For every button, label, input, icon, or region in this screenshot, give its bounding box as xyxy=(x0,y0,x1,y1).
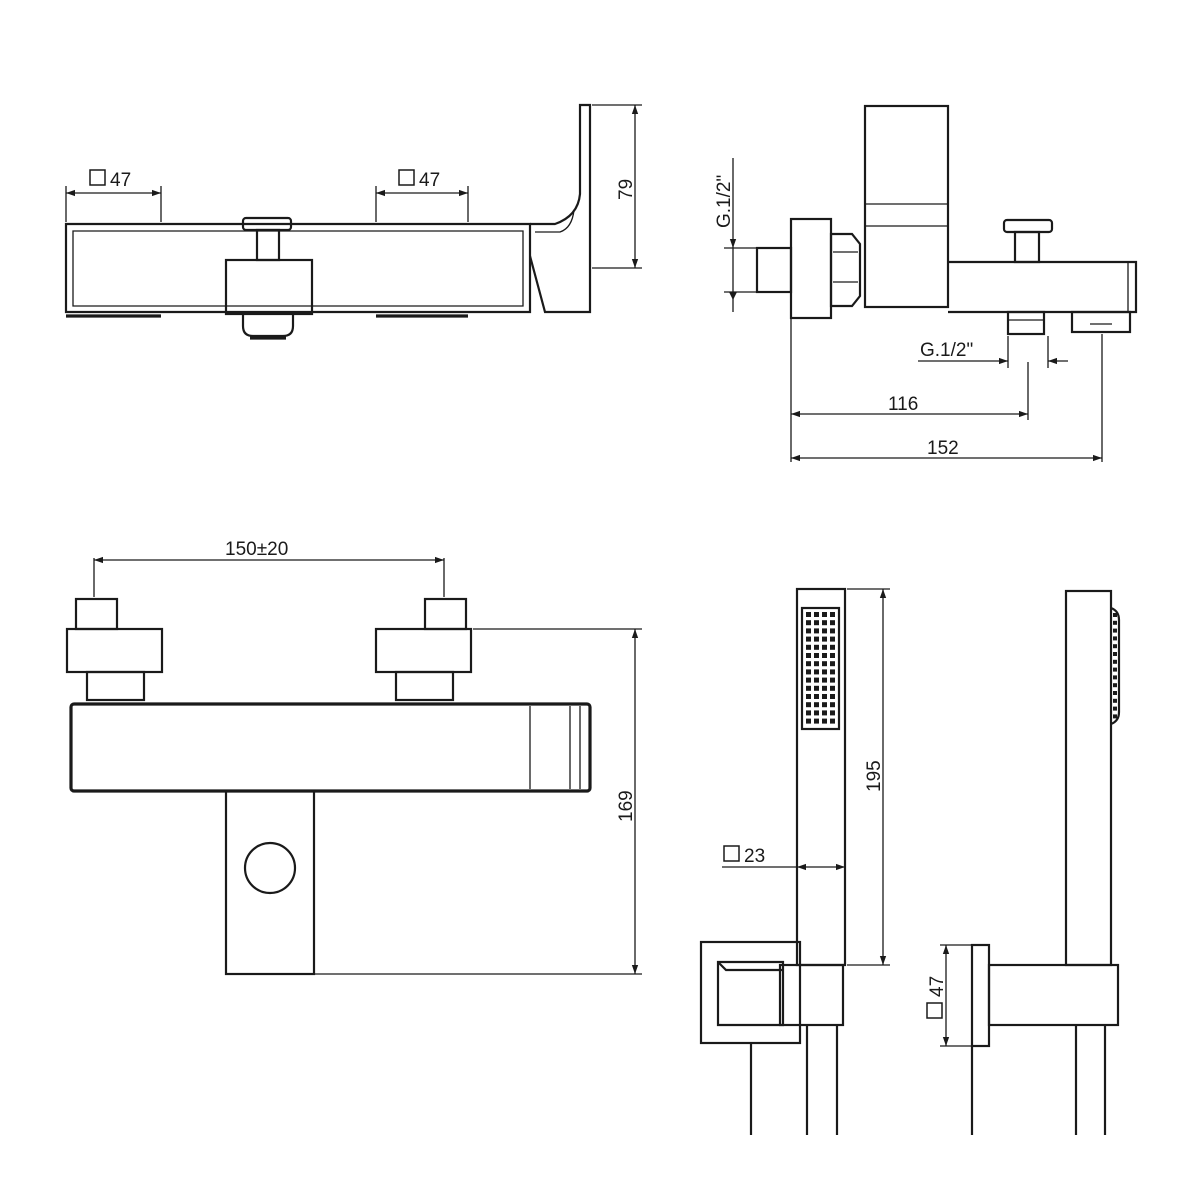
nozzle xyxy=(806,620,811,626)
dim-length-195: 195 xyxy=(864,760,885,792)
dim-depth-116: 116 xyxy=(888,394,918,415)
dim-square-47-holder: 47 xyxy=(927,976,948,997)
nozzle xyxy=(822,636,827,642)
nozzle xyxy=(830,612,835,617)
side-nozzle xyxy=(1113,620,1117,625)
nozzle xyxy=(830,669,835,675)
nozzle xyxy=(814,636,819,642)
dim-thread-horizontal: G.1/2" xyxy=(920,340,973,361)
dim-square-23: 23 xyxy=(744,846,765,867)
nozzle xyxy=(814,628,819,634)
hand-shower-front: 23 195 xyxy=(699,587,890,1135)
nozzle xyxy=(806,661,811,667)
side-nozzle xyxy=(1113,675,1117,680)
nozzle xyxy=(822,661,827,667)
nozzle xyxy=(822,669,827,675)
nozzle xyxy=(814,653,819,658)
side-nozzle xyxy=(1113,683,1117,688)
nozzle xyxy=(814,710,819,716)
nozzle xyxy=(806,612,811,617)
side-nozzle xyxy=(1113,636,1117,641)
nozzle xyxy=(822,677,827,683)
nozzle xyxy=(830,677,835,683)
nozzle xyxy=(814,644,819,650)
nozzle xyxy=(830,718,835,724)
nozzle xyxy=(822,710,827,716)
shower-nozzle-grid xyxy=(806,612,835,724)
nozzle xyxy=(814,669,819,675)
dim-thread-vertical: G.1/2" xyxy=(714,175,735,228)
nozzle xyxy=(814,661,819,667)
dim-square-47-left: 47 xyxy=(110,170,131,191)
dim-handle-spacing: 150±20 xyxy=(225,539,288,560)
dim-square-47-right: 47 xyxy=(419,170,440,191)
nozzle xyxy=(814,620,819,626)
nozzle xyxy=(830,661,835,667)
dim-depth-152: 152 xyxy=(927,438,959,459)
nozzle xyxy=(814,702,819,708)
nozzle xyxy=(830,653,835,658)
nozzle xyxy=(822,685,827,691)
front-view-mixer: 150±20 169 xyxy=(65,539,642,976)
side-nozzle xyxy=(1113,706,1117,711)
nozzle xyxy=(806,644,811,650)
hand-shower-side: 47 xyxy=(926,589,1121,1135)
nozzle xyxy=(822,694,827,699)
nozzle xyxy=(806,710,811,716)
nozzle xyxy=(814,718,819,724)
nozzle xyxy=(814,694,819,699)
nozzle xyxy=(814,685,819,691)
dim-height-79: 79 xyxy=(616,179,637,200)
nozzle xyxy=(830,636,835,642)
nozzle xyxy=(830,710,835,716)
nozzle xyxy=(806,669,811,675)
nozzle xyxy=(822,718,827,724)
side-nozzle xyxy=(1113,659,1117,664)
nozzle xyxy=(806,702,811,708)
nozzle xyxy=(806,677,811,683)
nozzle xyxy=(830,694,835,699)
nozzle xyxy=(806,628,811,634)
side-nozzle xyxy=(1113,667,1117,672)
nozzle xyxy=(822,620,827,626)
nozzle xyxy=(830,702,835,708)
nozzle xyxy=(822,644,827,650)
side-nozzle xyxy=(1113,698,1117,703)
nozzle xyxy=(822,628,827,634)
nozzle xyxy=(814,612,819,617)
top-view-mixer: 47 47 79 xyxy=(64,103,642,340)
nozzle xyxy=(822,612,827,617)
nozzle xyxy=(806,718,811,724)
nozzle xyxy=(814,677,819,683)
side-nozzle xyxy=(1113,628,1117,633)
nozzle xyxy=(822,702,827,708)
nozzle xyxy=(830,620,835,626)
nozzle xyxy=(806,685,811,691)
side-nozzle xyxy=(1113,613,1117,617)
nozzle xyxy=(806,653,811,658)
nozzle xyxy=(822,653,827,658)
dim-height-169: 169 xyxy=(616,790,637,822)
nozzle xyxy=(806,694,811,699)
nozzle xyxy=(806,636,811,642)
nozzle xyxy=(830,644,835,650)
side-nozzle xyxy=(1113,714,1117,719)
side-view-mixer: G.1/2" G.1/2" 116 152 xyxy=(714,104,1138,462)
side-nozzle xyxy=(1113,652,1117,656)
side-nozzle xyxy=(1113,691,1117,695)
nozzle xyxy=(830,628,835,634)
side-nozzle xyxy=(1113,644,1117,649)
nozzle xyxy=(830,685,835,691)
